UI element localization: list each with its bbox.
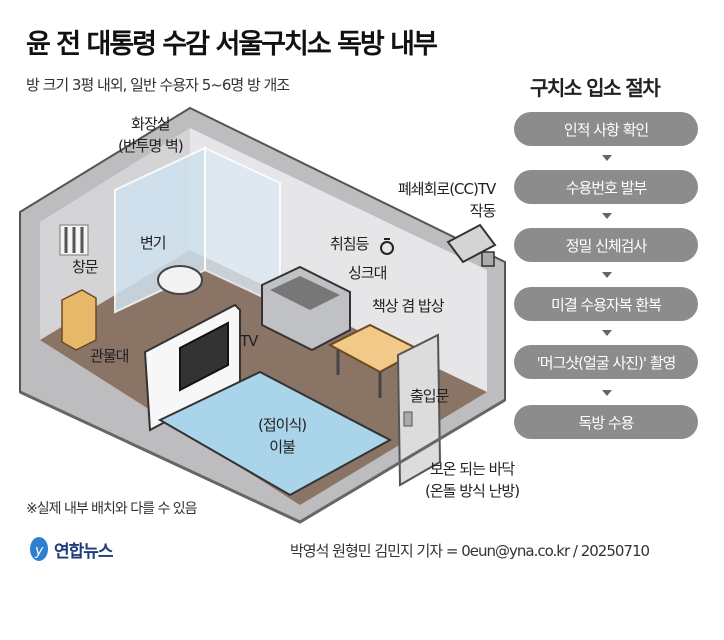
door — [396, 333, 442, 487]
bedding — [157, 370, 393, 497]
label-bedding: (접이식) 이불 — [258, 414, 307, 458]
label-line: (반투명 벽) — [118, 137, 184, 155]
procedure-step: 정밀 신체검사 — [514, 228, 698, 262]
label-line: 보온 되는 바닥 — [429, 460, 515, 478]
label-window: 창문 — [72, 258, 99, 276]
label-sink: 싱크대 — [348, 264, 387, 282]
cctv-camera — [446, 223, 497, 267]
arrow-down-icon — [602, 272, 612, 278]
credit: 박영석 원형민 김민지 기자 = 0eun@yna.co.kr / 202507… — [290, 542, 650, 560]
procedure-title: 구치소 입소 절차 — [530, 76, 661, 100]
procedure-step: 수용번호 발부 — [514, 170, 698, 204]
footnote: ※실제 내부 배치와 다를 수 있음 — [26, 501, 198, 517]
label-tv: TV — [240, 332, 258, 350]
svg-text:y: y — [34, 543, 44, 559]
page-title: 윤 전 대통령 수감 서울구치소 독방 내부 — [26, 29, 438, 60]
label-line: 작동 — [469, 202, 497, 220]
arrow-down-icon — [602, 155, 612, 161]
subtitle: 방 크기 3평 내외, 일반 수용자 5~6명 방 개조 — [26, 76, 290, 94]
label-line: 이불 — [269, 438, 296, 456]
label-line: 화장실 — [131, 115, 170, 133]
arrow-down-icon — [602, 213, 612, 219]
label-line: (접이식) — [258, 416, 307, 434]
shelf — [61, 289, 97, 351]
logo-text: 연합뉴스 — [54, 541, 114, 562]
label-toilet-room: 화장실 (반투명 벽) — [118, 113, 184, 157]
label-shelf: 관물대 — [90, 347, 129, 365]
label-line: (온돌 방식 난방) — [425, 482, 520, 500]
label-cctv: 폐쇄회로(CC)TV 작동 — [398, 178, 497, 222]
label-floor: 보온 되는 바닥 (온돌 방식 난방) — [425, 458, 520, 502]
label-line: 폐쇄회로(CC)TV — [398, 180, 496, 198]
procedure-step: 미결 수용자복 환복 — [514, 287, 698, 321]
window — [59, 224, 89, 256]
label-night-light: 취침등 — [330, 235, 369, 253]
arrow-down-icon — [602, 390, 612, 396]
procedure-step: '머그샷(얼굴 사진)' 촬영 — [514, 345, 698, 379]
procedure-step: 독방 수용 — [514, 405, 698, 439]
arrow-down-icon — [602, 330, 612, 336]
tv — [179, 321, 229, 392]
bulb-icon — [380, 238, 394, 255]
logo-icon: y — [30, 537, 48, 561]
label-toilet: 변기 — [140, 234, 167, 252]
toilet — [157, 265, 203, 295]
logo: y 연합뉴스 — [28, 536, 114, 562]
label-door: 출입문 — [410, 387, 449, 405]
procedure-step: 인적 사항 확인 — [514, 112, 698, 146]
label-desk: 책상 겸 밥상 — [372, 297, 445, 315]
